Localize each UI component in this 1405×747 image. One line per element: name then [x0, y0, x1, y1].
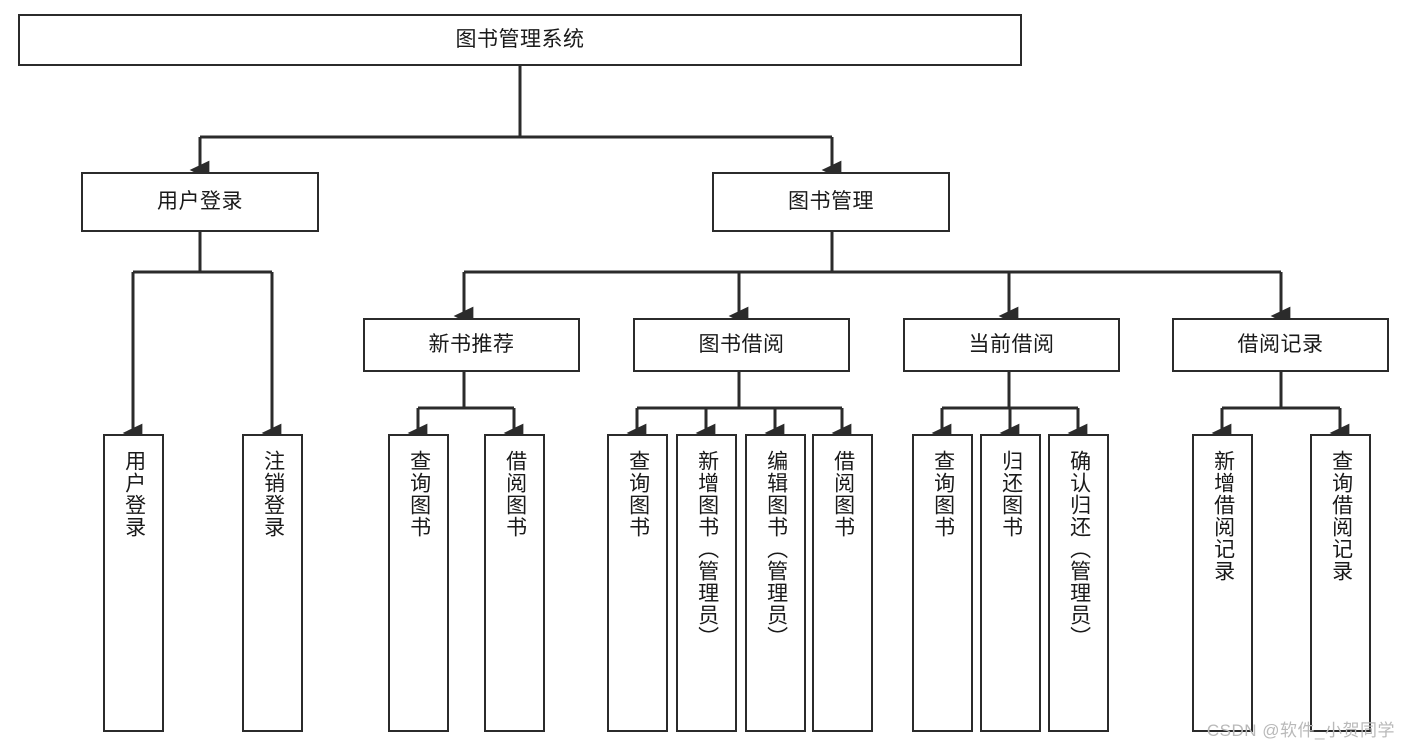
node-leaf-query-book-1-label: 查询图书 [407, 450, 431, 538]
node-leaf-user-login-label: 用户登录 [122, 450, 146, 538]
node-new-book-recommend[interactable]: 新书推荐 [363, 318, 580, 372]
node-leaf-query-book-2-label: 查询图书 [626, 450, 650, 538]
watermark: CSDN @软件_小贺同学 [1206, 721, 1395, 740]
node-leaf-query-book-3[interactable]: 查询图书 [912, 434, 973, 732]
node-leaf-edit-book[interactable]: 编辑图书（管理员） [745, 434, 806, 732]
node-leaf-confirm-return-label: 确认归还（管理员） [1067, 450, 1091, 648]
node-leaf-edit-book-label: 编辑图书（管理员） [764, 450, 788, 648]
node-leaf-query-record-label: 查询借阅记录 [1329, 450, 1353, 582]
node-borrow-record[interactable]: 借阅记录 [1172, 318, 1389, 372]
node-leaf-query-book-3-label: 查询图书 [931, 450, 955, 538]
node-leaf-add-book[interactable]: 新增图书（管理员） [676, 434, 737, 732]
node-leaf-logout-login-label: 注销登录 [261, 450, 285, 538]
node-leaf-borrow-book-2[interactable]: 借阅图书 [812, 434, 873, 732]
node-new-book-recommend-label: 新书推荐 [428, 333, 515, 357]
node-leaf-add-record[interactable]: 新增借阅记录 [1192, 434, 1253, 732]
node-leaf-query-book-2[interactable]: 查询图书 [607, 434, 668, 732]
node-leaf-query-record[interactable]: 查询借阅记录 [1310, 434, 1371, 732]
node-leaf-return-book-label: 归还图书 [999, 450, 1023, 538]
node-leaf-confirm-return[interactable]: 确认归还（管理员） [1048, 434, 1109, 732]
node-leaf-return-book[interactable]: 归还图书 [980, 434, 1041, 732]
node-leaf-borrow-book-2-label: 借阅图书 [831, 450, 855, 538]
node-leaf-logout-login[interactable]: 注销登录 [242, 434, 303, 732]
node-leaf-borrow-book-1[interactable]: 借阅图书 [484, 434, 545, 732]
node-current-borrow-label: 当前借阅 [968, 333, 1055, 357]
node-leaf-query-book-1[interactable]: 查询图书 [388, 434, 449, 732]
node-user-login-label: 用户登录 [157, 190, 243, 214]
node-borrow-record-label: 借阅记录 [1237, 333, 1324, 357]
node-current-borrow[interactable]: 当前借阅 [903, 318, 1120, 372]
node-user-login[interactable]: 用户登录 [81, 172, 319, 232]
node-leaf-add-record-label: 新增借阅记录 [1211, 450, 1235, 582]
node-book-borrow-label: 图书借阅 [698, 333, 785, 357]
node-leaf-borrow-book-1-label: 借阅图书 [503, 450, 527, 538]
node-root[interactable]: 图书管理系统 [18, 14, 1022, 66]
node-root-label: 图书管理系统 [455, 28, 585, 52]
node-book-manage-label: 图书管理 [788, 190, 874, 214]
node-book-manage[interactable]: 图书管理 [712, 172, 950, 232]
node-leaf-user-login[interactable]: 用户登录 [103, 434, 164, 732]
node-book-borrow[interactable]: 图书借阅 [633, 318, 850, 372]
node-leaf-add-book-label: 新增图书（管理员） [695, 450, 719, 648]
